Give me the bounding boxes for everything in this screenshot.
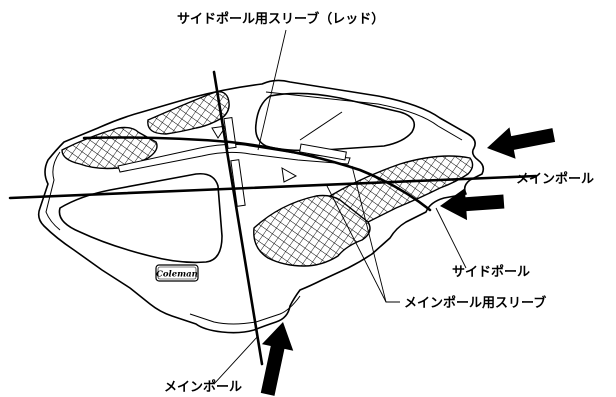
label-main-pole-right: メインポール [516,171,594,187]
arrow-bottom [260,322,294,396]
side-pole-sleeve [117,143,351,173]
main-pole-sleeve [223,117,237,149]
roof-fabric-inner-edge [45,91,463,325]
label-main-pole-sleeve: メインポール用スリーブ [404,295,546,311]
coleman-logo: Coleman [155,264,199,282]
svg-text:Coleman: Coleman [156,270,198,280]
arrow-right-upper [487,127,556,159]
window-divider [299,111,343,141]
window-bottom-left [58,172,223,264]
leader-side-pole-sleeve [257,29,287,151]
main-pole-sleeve [299,143,347,161]
arrow-right-lower [440,188,505,221]
roof-fabric-outline [37,79,485,334]
main-pole-sleeve [230,159,246,207]
main-pole-vertical [212,70,264,366]
window-top-right [254,92,416,152]
triangle-marker [281,167,298,183]
side-pole [82,136,432,212]
label-main-pole-bottom: メインポール [164,379,242,395]
leader-main-pole-bottom [213,335,259,385]
leader-side-pole [435,207,467,269]
label-side-pole-sleeve: サイドポール用スリーブ（レッド） [177,11,384,27]
main-pole-horizontal [8,174,538,200]
label-side-pole: サイドポール [452,264,530,280]
leader-main-pole-sleeve-2 [325,183,387,303]
